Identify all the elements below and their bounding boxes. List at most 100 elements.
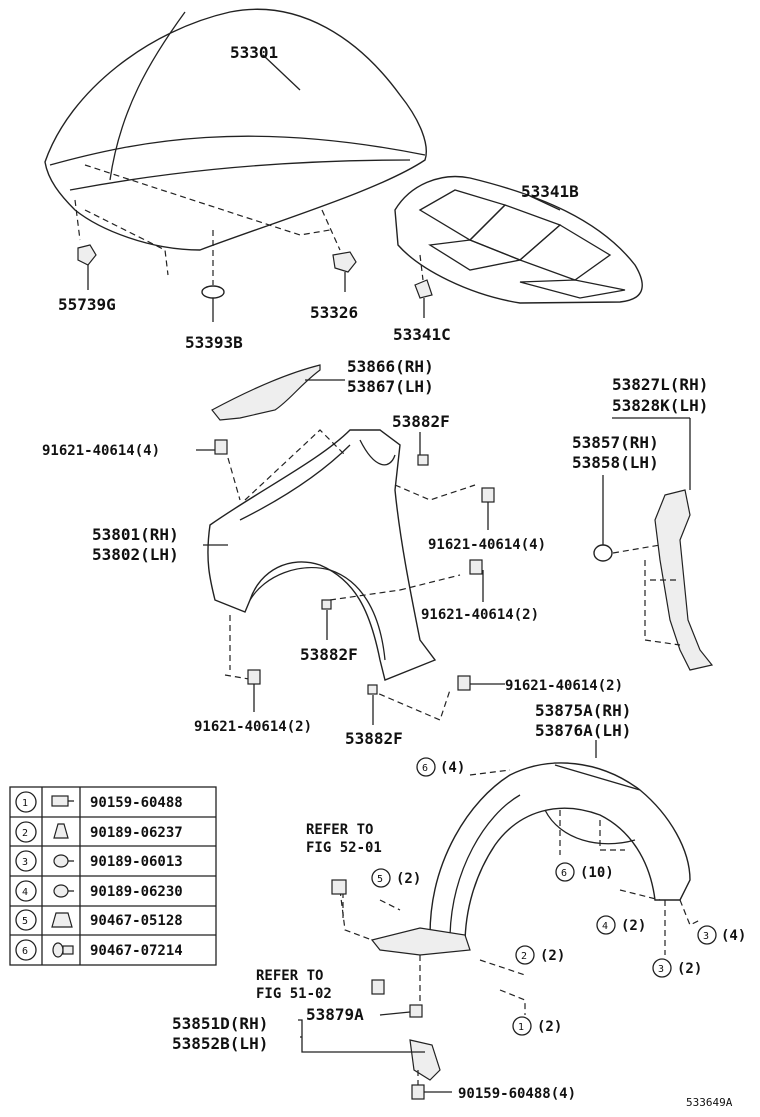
label-bolt-bottom-left: 91621-40614(2) <box>194 719 312 735</box>
svg-text:6: 6 <box>422 763 428 774</box>
hood-insulator <box>394 175 643 304</box>
svg-text:90467-07214: 90467-07214 <box>90 943 183 959</box>
svg-text:(2): (2) <box>396 871 421 887</box>
legend-row: 6 90467-07214 <box>15 939 183 961</box>
nut-icon <box>321 599 332 610</box>
fender-bracket <box>654 489 714 671</box>
bolt-icon <box>481 487 495 503</box>
bolt-icon <box>411 1084 425 1100</box>
legend-row: 3 90189-06013 <box>15 850 183 872</box>
svg-text:90189-06237: 90189-06237 <box>90 825 183 841</box>
svg-text:6: 6 <box>22 946 28 957</box>
figure-code: 533649A <box>686 1096 733 1109</box>
label-hood-insulator: 53341B <box>521 182 579 201</box>
bolt-icon <box>247 669 261 685</box>
svg-text:5: 5 <box>377 874 383 885</box>
label-refer2-line1: REFER TO <box>256 968 323 984</box>
svg-text:90189-06013: 90189-06013 <box>90 854 183 870</box>
svg-text:4: 4 <box>602 921 608 932</box>
hood-cushion-icon <box>77 244 97 266</box>
label-bracket-lh: 53828K(LH) <box>612 396 708 415</box>
label-screen: 53879A <box>306 1005 364 1024</box>
svg-text:2: 2 <box>22 828 28 839</box>
label-bolt-right-bottom: 91621-40614(2) <box>505 678 623 694</box>
screen-clip-icon <box>409 1004 423 1018</box>
label-bracket-rh: 53827L(RH) <box>612 375 708 394</box>
callout: 5 (2) <box>371 868 421 888</box>
bolt-icon <box>214 439 228 455</box>
label-insulator-clip: 53341C <box>393 325 451 344</box>
svg-text:(2): (2) <box>540 948 565 964</box>
bolt-icon <box>371 979 385 995</box>
retainer-icon <box>331 879 347 895</box>
label-fender-lh: 53802(LH) <box>92 545 179 564</box>
svg-text:(4): (4) <box>721 928 746 944</box>
pin-icon <box>52 942 74 958</box>
clip-icon <box>53 823 69 839</box>
svg-text:(2): (2) <box>621 918 646 934</box>
front-fender <box>207 429 437 681</box>
legend-row: 2 90189-06237 <box>15 821 183 843</box>
clip-icon <box>53 854 74 868</box>
fender-liner <box>429 762 691 951</box>
fender-seal <box>211 364 321 421</box>
bolt-icon <box>457 675 471 691</box>
label-bolt-right-low: 91621-40614(2) <box>421 607 539 623</box>
bolt-icon <box>469 559 483 575</box>
svg-text:90159-60488: 90159-60488 <box>90 795 183 811</box>
retainer-icon <box>51 912 73 928</box>
svg-text:1: 1 <box>22 798 28 809</box>
svg-text:(4): (4) <box>440 760 465 776</box>
clip-icon <box>53 884 74 898</box>
label-refer1-line1: REFER TO <box>306 822 373 838</box>
hood-plug-icon <box>201 285 225 299</box>
svg-text:1: 1 <box>518 1022 524 1033</box>
svg-text:3: 3 <box>22 857 28 868</box>
label-nut-mid: 53882F <box>300 645 358 664</box>
label-seal-rh: 53866(RH) <box>347 357 434 376</box>
label-nut-top: 53882F <box>392 412 450 431</box>
callout: 3 (4) <box>697 925 746 945</box>
callout: 6 (10) <box>555 862 614 882</box>
callout: 6 (4) <box>416 757 465 777</box>
legend-row: 5 90467-05128 <box>15 909 183 931</box>
label-bolt-right-mid: 91621-40614(4) <box>428 537 546 553</box>
hood-bumper-icon <box>332 251 357 273</box>
fastener-legend-table: 1 90159-60488 2 90189-06237 3 90189-0601… <box>9 786 217 966</box>
svg-text:6: 6 <box>561 868 567 879</box>
svg-text:2: 2 <box>521 951 527 962</box>
svg-text:(2): (2) <box>677 961 702 977</box>
mudguard-icon <box>409 1039 441 1081</box>
label-nut-bottom: 53882F <box>345 729 403 748</box>
label-hood-bumper: 53326 <box>310 303 358 322</box>
label-hood: 53301 <box>230 43 278 62</box>
svg-text:90189-06230: 90189-06230 <box>90 884 183 900</box>
callout: 1 (2) <box>512 1016 562 1036</box>
svg-text:(2): (2) <box>537 1019 562 1035</box>
svg-text:90467-05128: 90467-05128 <box>90 913 183 929</box>
svg-text:3: 3 <box>658 964 664 975</box>
label-liner-rh: 53875A(RH) <box>535 701 631 720</box>
label-hood-plug: 53393B <box>185 333 243 352</box>
label-bolt-top-left: 91621-40614(4) <box>42 443 160 459</box>
label-refer1-line2: FIG 52-01 <box>306 840 382 856</box>
label-pad-rh: 53857(RH) <box>572 433 659 452</box>
hood-panel <box>44 8 427 251</box>
bolt-icon <box>51 795 74 807</box>
callout: 2 (2) <box>515 945 565 965</box>
callout: 4 (2) <box>596 915 646 935</box>
bracket-pad-icon <box>593 544 613 562</box>
label-bolt-bottom: 90159-60488(4) <box>458 1086 576 1102</box>
legend-row: 1 90159-60488 <box>15 791 183 813</box>
label-mudguard-rh: 53851D(RH) <box>172 1014 268 1033</box>
insulator-clip-icon <box>414 279 433 299</box>
svg-text:3: 3 <box>703 931 709 942</box>
label-liner-lh: 53876A(LH) <box>535 721 631 740</box>
label-seal-lh: 53867(LH) <box>347 377 434 396</box>
svg-text:4: 4 <box>22 887 28 898</box>
legend-row: 4 90189-06230 <box>15 880 183 902</box>
nut-icon <box>367 684 378 695</box>
label-fender-rh: 53801(RH) <box>92 525 179 544</box>
liner-lower-panel <box>370 927 471 956</box>
